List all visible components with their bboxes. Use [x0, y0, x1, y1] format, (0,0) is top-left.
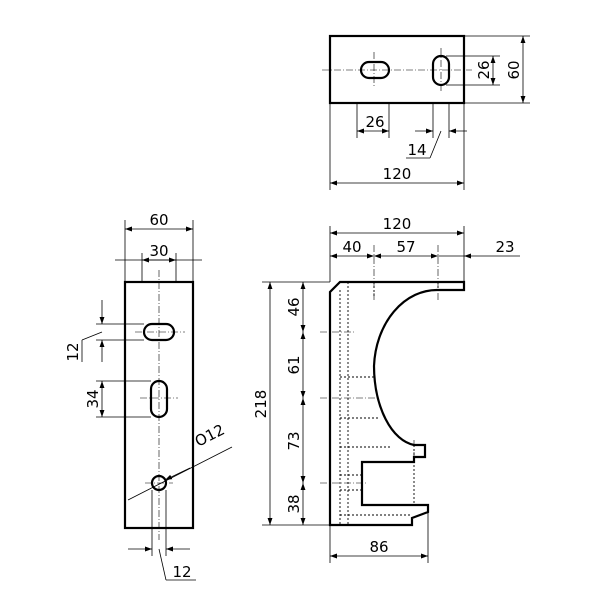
dim-leader-side-12 [81, 331, 103, 341]
dim-top-slot-width: 14 [407, 141, 426, 159]
side-view-slot-vertical [149, 379, 169, 419]
front-view: 120 40 57 23 218 46 61 73 38 86 [252, 215, 520, 563]
dim-front-seg-1: 46 [285, 297, 303, 316]
dim-top-width-total: 120 [383, 165, 412, 183]
dim-front-offset-mid: 57 [396, 238, 415, 256]
dim-front-seg-4: 38 [285, 494, 303, 513]
dim-side-hole-diameter: O12 [192, 421, 228, 451]
dim-side-slot-length: 34 [84, 389, 102, 408]
dim-front-base-width: 86 [369, 538, 388, 556]
dim-front-width-total: 120 [383, 215, 412, 233]
dim-top-slot-offset: 26 [365, 113, 384, 131]
dim-front-offset-left: 40 [342, 238, 361, 256]
side-view-slot-horizontal [142, 322, 176, 342]
dim-front-height-total: 218 [252, 390, 270, 419]
dim-front-seg-2: 61 [285, 355, 303, 374]
dim-side-hole-width: 12 [172, 563, 191, 581]
top-view-outline [328, 34, 466, 105]
dim-front-seg-3: 73 [285, 431, 303, 450]
dim-front-offset-right: 23 [495, 238, 514, 256]
dim-leader-side-12c [158, 548, 167, 581]
side-view: 60 30 12 34 O12 12 [64, 211, 233, 581]
top-view: 60 26 26 14 120 [322, 34, 530, 190]
dim-leader-top-14 [429, 130, 442, 159]
dim-side-width-total: 60 [149, 211, 168, 229]
top-view-slot-vertical [431, 54, 451, 87]
front-view-outline [328, 280, 466, 527]
dim-top-height-slot: 26 [475, 60, 493, 79]
dim-side-slot-height: 12 [64, 342, 82, 361]
dim-top-height-total: 60 [505, 60, 523, 79]
dim-side-width-half: 30 [149, 242, 168, 260]
dim-leader-side-hole [127, 446, 233, 501]
dim-leader-side-hole-arrow [164, 467, 191, 481]
top-view-slot-horizontal [359, 60, 391, 80]
